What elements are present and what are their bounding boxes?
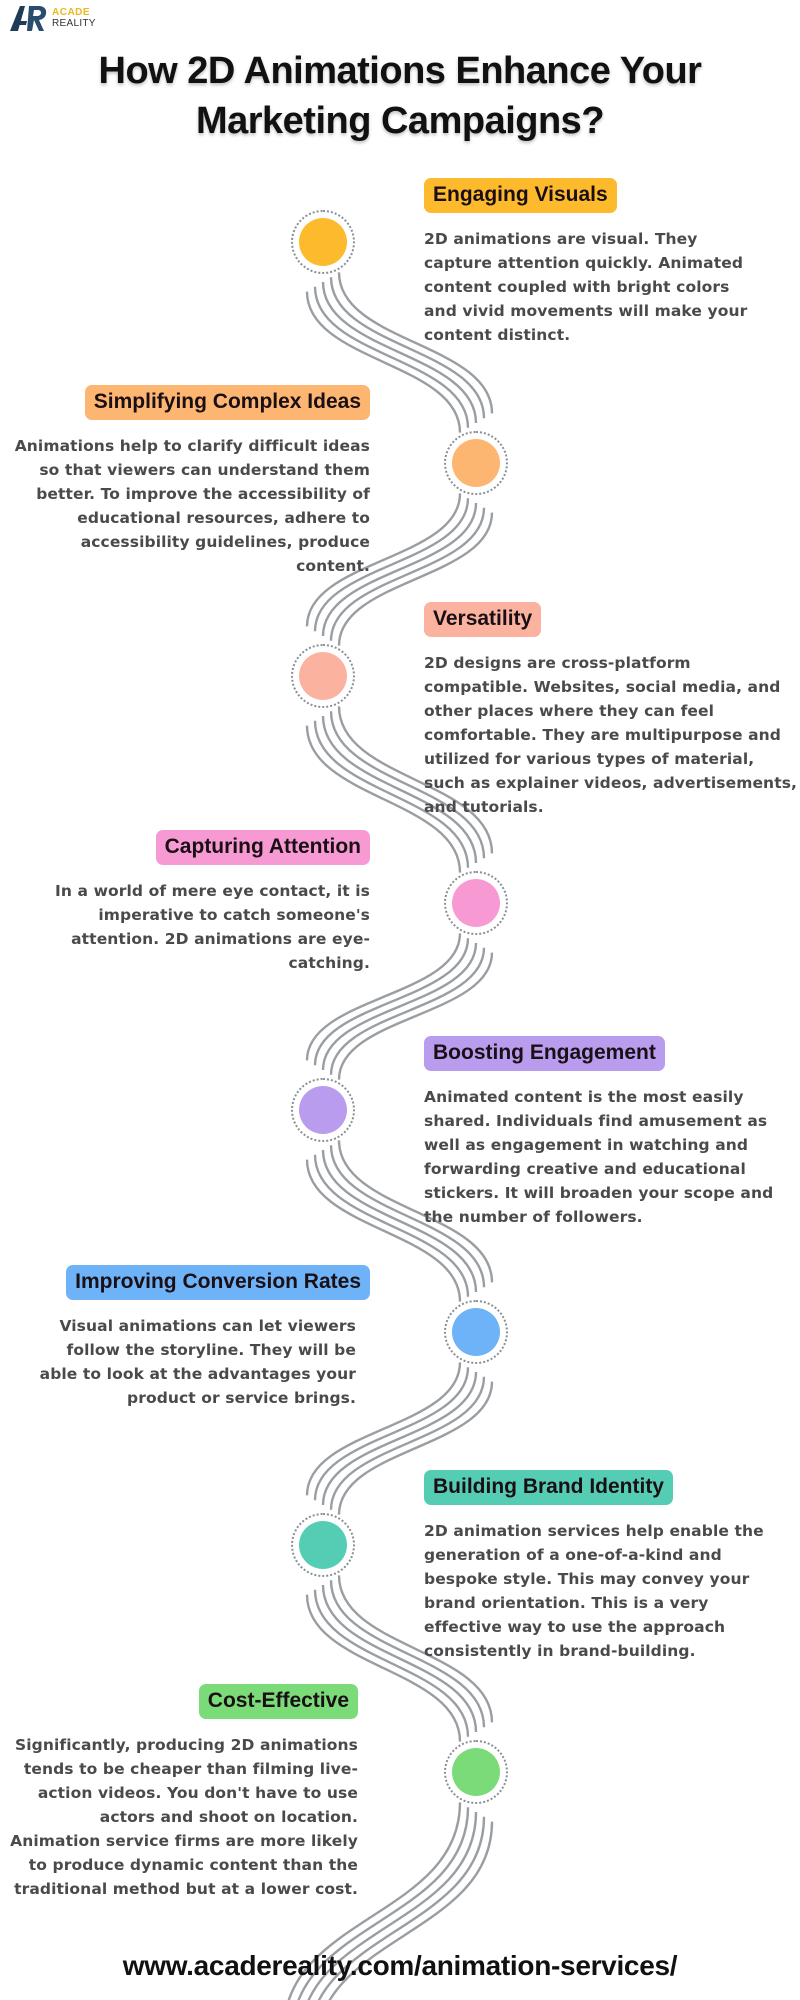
section-description: Significantly, producing 2D animations t… — [10, 1736, 358, 1898]
section-building-brand-identity: Building Brand Identity 2D animation ser… — [424, 1470, 764, 1663]
ar-logo-icon — [10, 6, 47, 31]
section-heading: Building Brand Identity — [424, 1470, 673, 1505]
logo-text-reality: REALITY — [52, 18, 96, 29]
timeline-node — [291, 1078, 355, 1142]
timeline-dot-icon — [452, 1748, 500, 1796]
section-description: 2D designs are cross-platform compatible… — [424, 654, 798, 816]
section-description: 2D animations are visual. They capture a… — [424, 230, 748, 344]
timeline-node — [291, 210, 355, 274]
section-heading: Simplifying Complex Ideas — [84, 385, 370, 420]
section-simplifying-complex-ideas: Simplifying Complex Ideas Animations hel… — [10, 385, 370, 578]
page-title: How 2D Animations Enhance Your Marketing… — [0, 46, 800, 146]
section-description: Animations help to clarify difficult ide… — [14, 437, 370, 575]
brand-logo[interactable]: ACADE REALITY — [8, 4, 96, 32]
section-heading: Versatility — [424, 602, 542, 637]
section-heading: Capturing Attention — [155, 830, 370, 865]
section-cost-effective: Cost-Effective Significantly, producing … — [6, 1684, 358, 1901]
section-heading: Engaging Visuals — [424, 178, 617, 213]
section-improving-conversion-rates: Improving Conversion Rates Visual animat… — [24, 1265, 370, 1410]
timeline-node — [291, 1513, 355, 1577]
section-heading: Boosting Engagement — [424, 1036, 665, 1071]
page-title-line-2: Marketing Campaigns? — [195, 100, 605, 142]
timeline-dot-icon — [299, 1086, 347, 1134]
section-versatility: Versatility 2D designs are cross-platfor… — [424, 602, 800, 819]
section-heading: Improving Conversion Rates — [66, 1265, 370, 1300]
logo-text-acade: ACADE — [52, 7, 91, 18]
timeline-dot-icon — [452, 1308, 500, 1356]
section-description: In a world of mere eye contact, it is im… — [55, 882, 370, 972]
timeline-node — [444, 1740, 508, 1804]
timeline-dot-icon — [299, 218, 347, 266]
section-description: Animated content is the most easily shar… — [424, 1088, 774, 1226]
footer-url-link[interactable]: www.acadereality.com/animation-services/ — [122, 1950, 678, 1981]
timeline-node — [444, 1300, 508, 1364]
timeline-node — [291, 644, 355, 708]
section-capturing-attention: Capturing Attention In a world of mere e… — [50, 830, 370, 975]
timeline-dot-icon — [452, 879, 500, 927]
section-heading: Cost-Effective — [198, 1684, 358, 1719]
timeline-node — [444, 431, 508, 495]
timeline-dot-icon — [452, 439, 500, 487]
section-description: 2D animation services help enable the ge… — [424, 1522, 764, 1660]
page-title-line-1: How 2D Animations Enhance Your — [98, 50, 702, 92]
section-description: Visual animations can let viewers follow… — [39, 1317, 356, 1407]
timeline-node — [444, 871, 508, 935]
section-boosting-engagement: Boosting Engagement Animated content is … — [424, 1036, 784, 1229]
section-engaging-visuals: Engaging Visuals 2D animations are visua… — [424, 178, 764, 347]
timeline-dot-icon — [299, 652, 347, 700]
timeline-dot-icon — [299, 1521, 347, 1569]
